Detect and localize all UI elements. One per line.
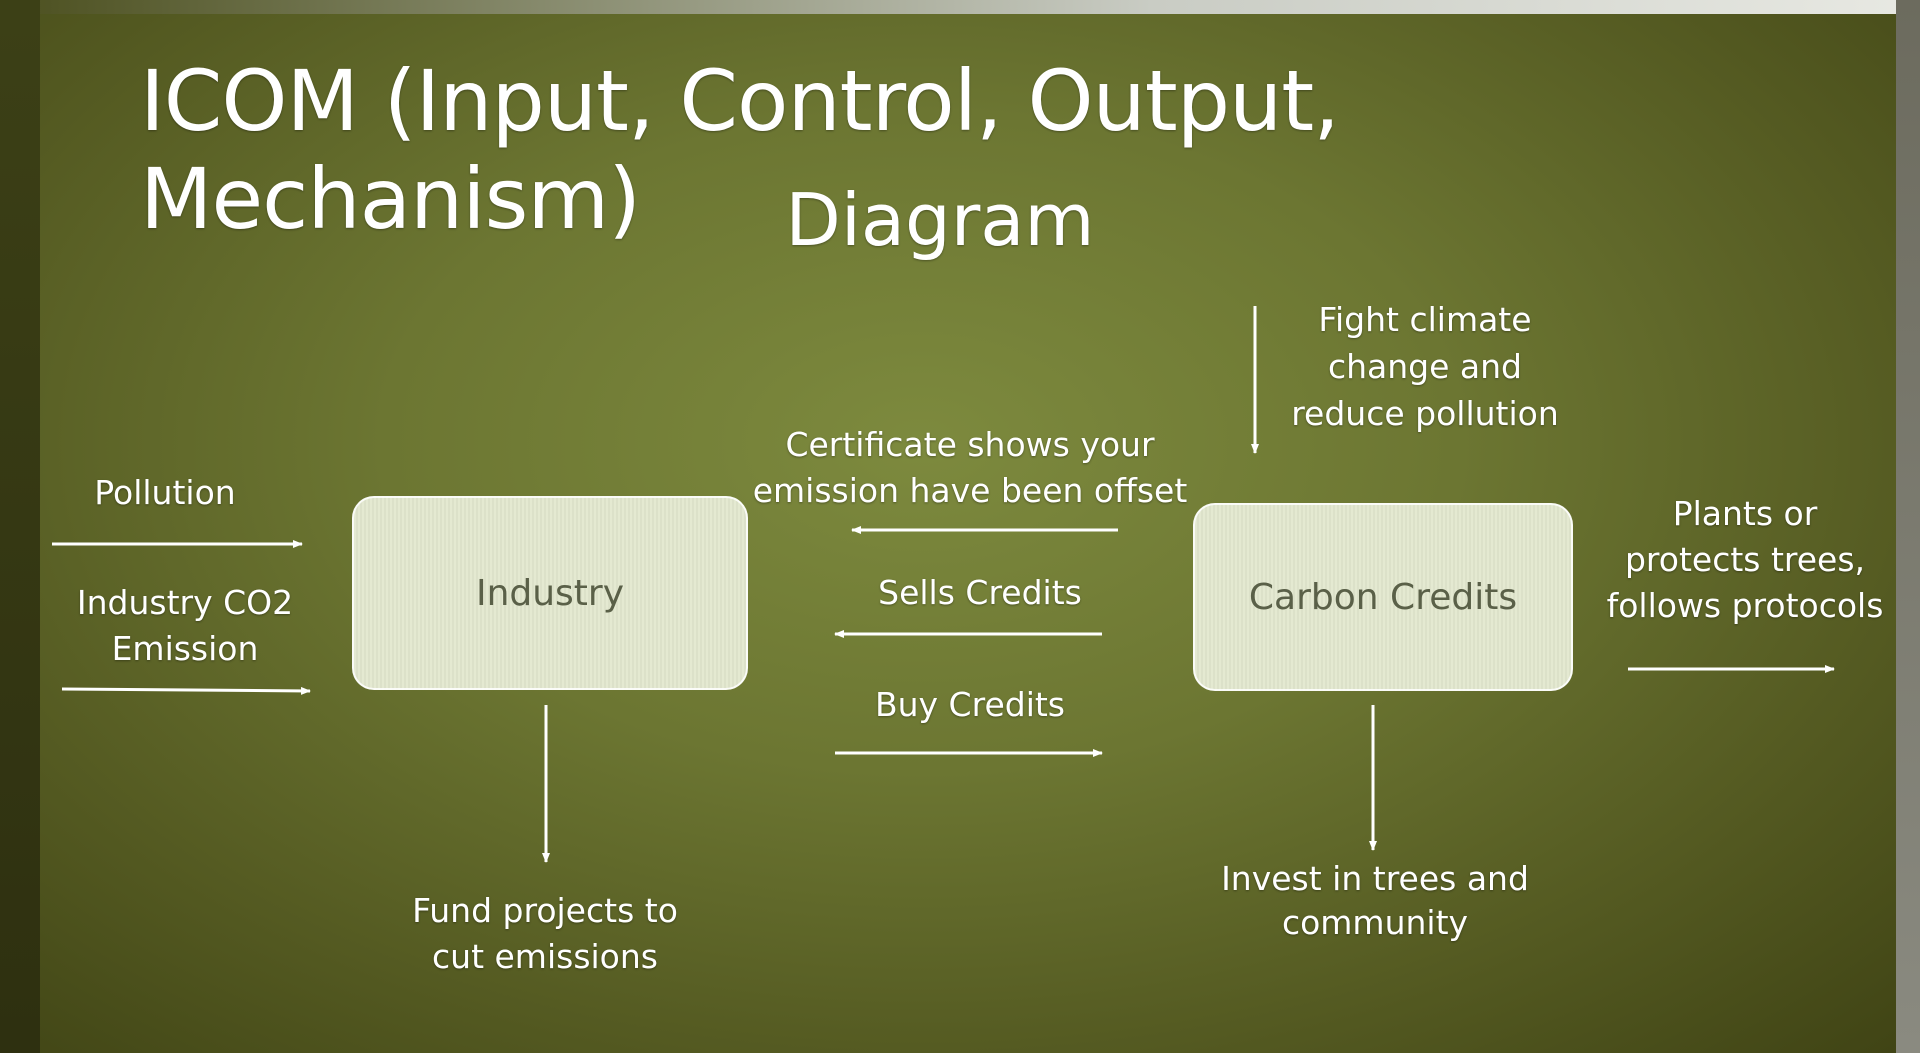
mechanism-industry-label-line1: Fund projects to	[412, 891, 678, 930]
mechanism-carbon-label-line2: community	[1281, 903, 1469, 942]
screen-bezel-top	[0, 0, 1920, 14]
mechanism-industry-label-line2: cut emissions	[432, 937, 658, 976]
control-label-line2: change and	[1327, 347, 1523, 386]
buy-credits-label: Buy Credits	[874, 685, 1065, 724]
diagram-title-line2: Diagram	[785, 178, 1095, 262]
output-label-line1: Plants or	[1672, 494, 1818, 533]
sells-credits-label: Sells Credits	[878, 573, 1082, 612]
control-label-line3: reduce pollution	[1291, 394, 1559, 433]
carbon-credits-box-label: Carbon Credits	[1248, 576, 1518, 618]
industry-box: Industry	[352, 496, 748, 690]
screen-bezel-left	[0, 0, 40, 1053]
diagram-title-line1: ICOM (Input, Control, Output, Mechanism)	[140, 52, 1340, 248]
carbon-credits-box: Carbon Credits	[1193, 503, 1573, 691]
mechanism-carbon-label-line1: Invest in trees and	[1221, 859, 1529, 898]
certificate-label-line1: Certificate shows your	[785, 425, 1155, 464]
input-industry-co2-label-line2: Emission	[111, 629, 259, 668]
output-label-line2: protects trees,	[1624, 540, 1866, 579]
control-label-line1: Fight climate	[1318, 300, 1532, 339]
certificate-label-line2: emission have been offset	[752, 471, 1188, 510]
input-pollution-label: Pollution	[94, 473, 236, 512]
arrow-co2-input	[61, 686, 311, 695]
output-label-line3: follows protocols	[1606, 586, 1884, 625]
input-industry-co2-label-line1: Industry CO2	[76, 583, 294, 622]
industry-box-label: Industry	[475, 572, 625, 614]
screen-bezel-right	[1896, 0, 1920, 1053]
